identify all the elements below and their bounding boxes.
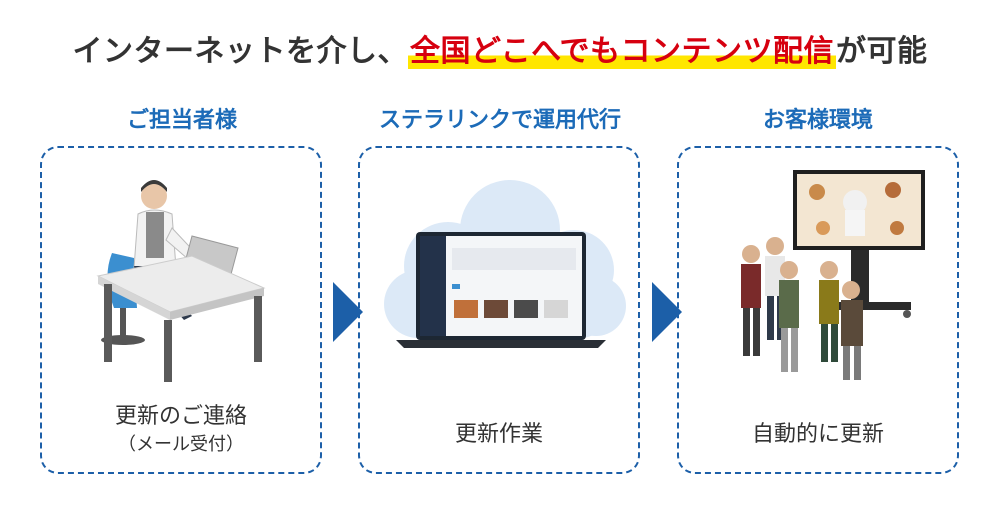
caption-staff-line2: （メール受付） — [118, 434, 244, 455]
column-title-operation: ステラリンクで運用代行 — [378, 108, 621, 133]
headline-suffix: が可能 — [836, 34, 928, 69]
cloud-laptop-illustration — [384, 180, 626, 348]
card-staff: 更新のご連絡 （メール受付） — [40, 146, 322, 474]
column-title-staff: ご担当者様 — [126, 108, 237, 133]
headline: インターネットを介し、全国どこへでもコンテンツ配信が可能 — [0, 26, 1000, 70]
digital-signage-audience-illustration — [741, 170, 925, 380]
headline-prefix: インターネットを介し、 — [72, 34, 408, 69]
column-title-customer: お客様環境 — [762, 108, 873, 133]
card-operation: 更新作業 — [358, 146, 640, 474]
card-customer: 自動的に更新 — [677, 146, 959, 474]
caption-operation: 更新作業 — [454, 422, 543, 447]
caption-staff-line1: 更新のご連絡 — [114, 404, 247, 429]
caption-customer: 自動的に更新 — [751, 422, 884, 447]
headline-highlight: 全国どこへでもコンテンツ配信 — [408, 34, 836, 69]
office-worker-illustration — [96, 180, 266, 382]
